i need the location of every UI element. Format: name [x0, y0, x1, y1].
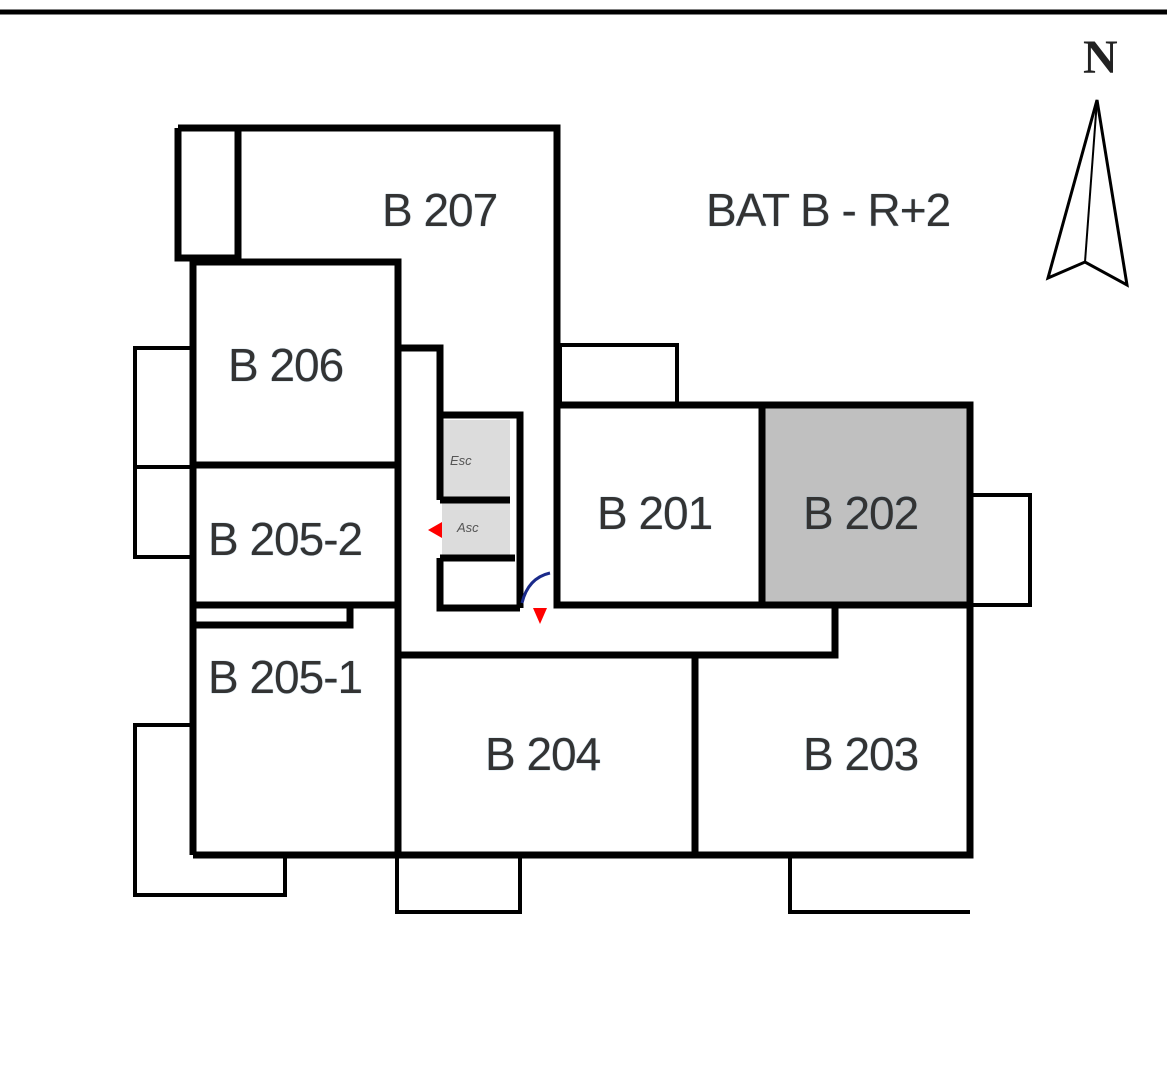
door-arc	[520, 571, 551, 604]
room-b204-label: B 204	[485, 728, 601, 780]
stair-label: Esc	[450, 453, 472, 468]
walls	[133, 124, 1032, 914]
exit-marker-icon	[533, 608, 547, 624]
elevator-label: Asc	[457, 520, 479, 535]
north-label: N	[1083, 31, 1118, 84]
room-b203-label: B 203	[803, 728, 919, 780]
stair-fill	[442, 420, 510, 498]
elevator-fill	[442, 500, 510, 555]
room-b202-fill	[762, 407, 970, 605]
room-b201-label: B 201	[597, 487, 713, 539]
room-b202-label[interactable]: B 202	[803, 487, 919, 539]
building-floor-title: BAT B - R+2	[706, 184, 951, 236]
room-b207-label: B 207	[382, 184, 498, 236]
room-b205-1-label: B 205-1	[208, 651, 363, 703]
north-arrow-icon	[1045, 99, 1129, 288]
room-b205-2-label: B 205-2	[208, 513, 363, 565]
exit-marker-icon	[428, 522, 442, 538]
room-b206-label: B 206	[228, 339, 344, 391]
